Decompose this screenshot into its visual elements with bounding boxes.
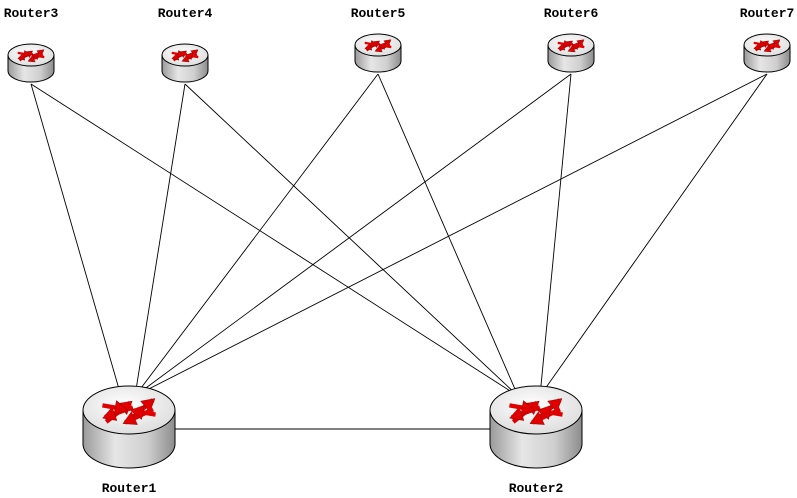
link-r4-r1: [134, 83, 186, 397]
link-r7-r1: [134, 73, 768, 397]
router-node-r5[interactable]: Router5: [351, 6, 406, 73]
router-label: Router5: [351, 6, 406, 21]
router-arrows-icon: [17, 49, 45, 63]
router-label: Router1: [102, 481, 157, 496]
link-r5-r1: [134, 73, 379, 397]
link-r3-r1: [30, 83, 122, 397]
router-arrows-icon: [557, 39, 585, 53]
router-label: Router4: [158, 6, 213, 21]
router-arrows-icon: [753, 39, 781, 53]
link-r5-r2: [377, 73, 519, 397]
router-node-r1[interactable]: Router1: [82, 385, 176, 496]
router-arrows-icon: [509, 398, 563, 425]
routers-layer: Router3 Router4 Router5 Router6 Router7Route…: [4, 6, 795, 496]
link-r4-r2: [184, 83, 519, 397]
router-arrows-icon: [364, 39, 392, 53]
router-arrows-icon: [102, 398, 156, 425]
router-label: Router6: [544, 6, 599, 21]
link-r6-r2: [539, 73, 572, 397]
router-label: Router3: [4, 6, 59, 21]
link-r7-r2: [539, 73, 768, 397]
links-layer: [30, 73, 768, 430]
router-label: Router2: [509, 481, 564, 496]
router-node-r4[interactable]: Router4: [158, 6, 213, 83]
router-node-r2[interactable]: Router2: [489, 385, 583, 496]
link-r6-r1: [134, 73, 572, 397]
router-node-r6[interactable]: Router6: [544, 6, 599, 73]
link-r3-r2: [30, 83, 519, 397]
router-node-r3[interactable]: Router3: [4, 6, 59, 83]
router-node-r7[interactable]: Router7: [740, 6, 795, 73]
router-label: Router7: [740, 6, 795, 21]
router-arrows-icon: [171, 49, 199, 63]
